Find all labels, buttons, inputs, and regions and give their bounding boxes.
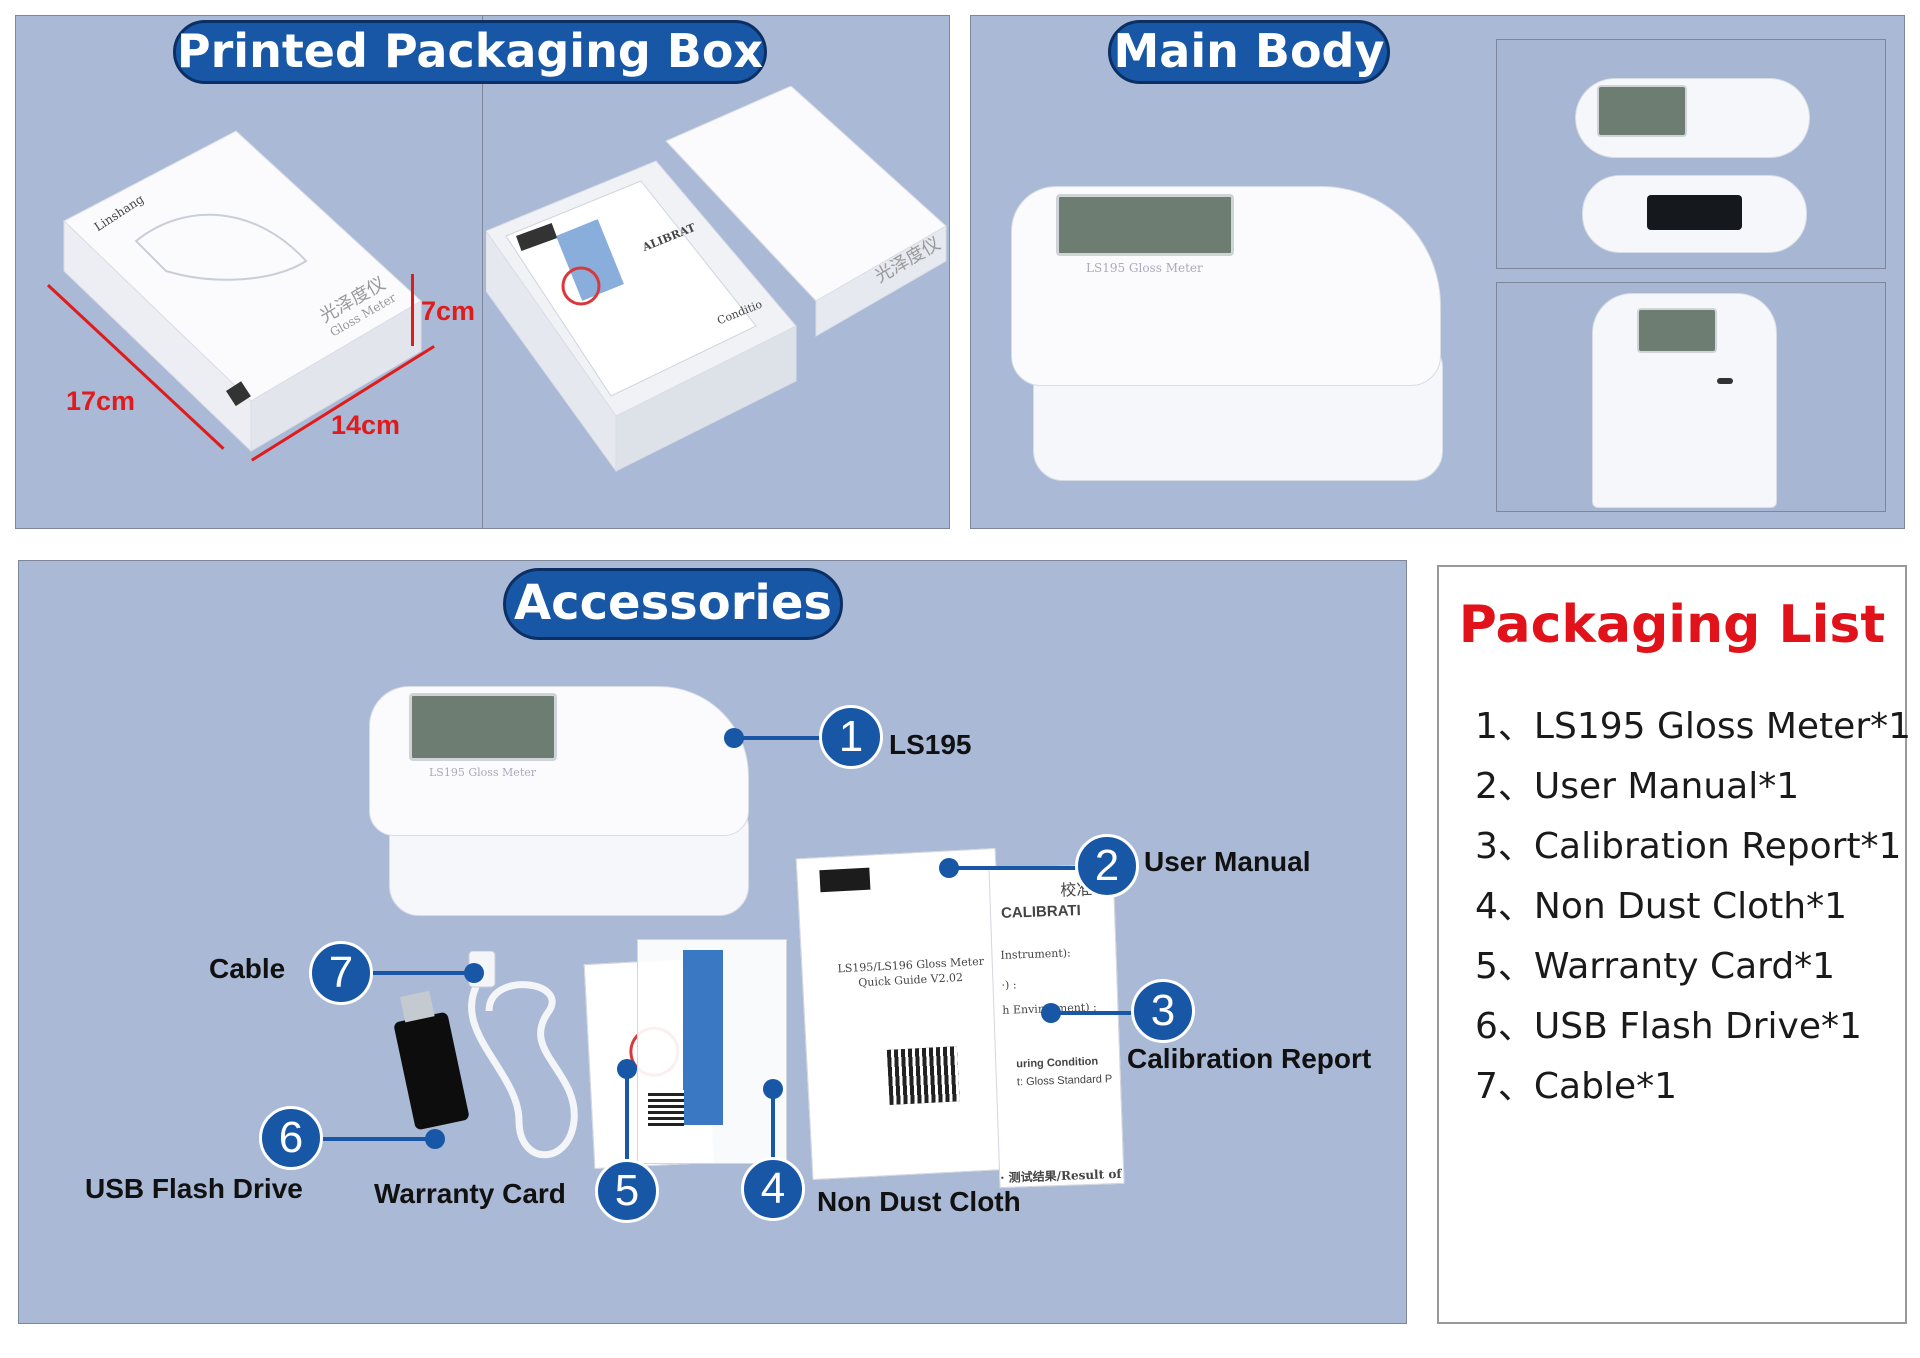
packaging-divider [482,16,483,528]
calibration-report: 校准 CALIBRATI Instrument): ·) : h Environ… [988,863,1125,1189]
list-item: 3、Calibration Report*1 [1475,826,1902,867]
dimension-line-height [411,274,414,346]
callout-dot-6 [425,1129,445,1149]
callout-dot-4 [763,1079,783,1099]
callout-dot-5 [617,1059,637,1079]
open-box-illustration [486,86,947,473]
callout-badge-7: 7 [309,941,373,1005]
main-body-top-view [1496,39,1886,269]
report-line-1: Instrument): [1000,946,1071,962]
list-item: 4、Non Dust Cloth*1 [1475,886,1847,927]
callout-line-2 [944,866,1114,870]
callout-badge-4: 4 [741,1157,805,1221]
packaging-list-panel: Packaging List 1、LS195 Gloss Meter*1 2、U… [1437,565,1911,1324]
closed-box-illustration [63,130,422,453]
callout-line-5 [625,1066,629,1181]
accessories-title: Accessories [503,568,843,640]
main-body-title: Main Body [1108,20,1390,84]
accessories-panel: LS195 Gloss Meter LS195/LS196 Gloss Mete… [18,560,1407,1324]
cloth-qr-code [648,1090,684,1126]
report-footer: · 测试结果/Result of factory [1000,1165,1125,1186]
side-view-port [1717,378,1733,384]
dimension-label-length: 17cm [66,386,136,416]
callout-line-6 [319,1137,441,1141]
manual-logo [819,867,871,893]
callout-badge-5: 5 [595,1159,659,1223]
callout-line-7 [369,971,479,975]
list-item: 1、LS195 Gloss Meter*1 [1475,706,1912,747]
callout-dot-2 [939,858,959,878]
packaging-box-panel: Linshang 光泽度仪 Gloss Meter 17cm 14cm 7cm … [15,15,950,529]
callout-line-1 [729,736,839,740]
packaging-list-items: 1、LS195 Gloss Meter*1 2、User Manual*1 3、… [1475,697,1911,1117]
report-line-4: uring Condition [1016,1055,1099,1071]
accessory-device-screen [409,693,557,761]
callout-label-5: Warranty Card [374,1178,566,1209]
main-body-panel: LS195 Gloss Meter Main Body [970,15,1905,529]
main-device-label: LS195 Gloss Meter [1086,261,1203,275]
callout-dot-7 [464,963,484,983]
list-item: 2、User Manual*1 [1475,766,1800,807]
callout-label-7: Cable [209,953,286,984]
accessory-device-label: LS195 Gloss Meter [429,766,537,779]
main-device-screen [1056,194,1234,256]
callout-label-6: USB Flash Drive [85,1173,303,1204]
cloth-blue-label [683,950,723,1125]
report-line-5: t: Gloss Standard P [1016,1073,1113,1089]
packaging-box-title: Printed Packaging Box [173,20,767,84]
callout-dot-1 [724,728,744,748]
callout-line-3 [1049,1011,1149,1015]
callout-label-3: Calibration Report [1127,1043,1372,1074]
main-body-side-view [1496,282,1886,512]
report-line-2: ·) : [1001,978,1017,992]
callout-label-1: LS195 [889,729,972,760]
usb-cable [468,951,578,1159]
list-item: 5、Warranty Card*1 [1475,946,1836,987]
packaging-list-title: Packaging List [1458,595,1886,655]
callout-badge-2: 2 [1075,834,1139,898]
report-heading: CALIBRATI [1000,902,1082,922]
callout-dot-3 [1041,1003,1061,1023]
list-item: 6、USB Flash Drive*1 [1475,1006,1862,1047]
callout-line-4 [771,1086,775,1181]
callout-badge-1: 1 [819,705,883,769]
dimension-label-width: 14cm [331,410,401,440]
callout-badge-6: 6 [259,1106,323,1170]
top-view-aperture [1647,195,1742,230]
manual-qr-code [886,1046,960,1105]
manual-subtitle: Quick Guide V2.02 [857,970,964,990]
non-dust-cloth [637,939,787,1164]
list-item: 7、Cable*1 [1475,1066,1678,1107]
callout-label-4: Non Dust Cloth [817,1186,1021,1217]
usb-connector [399,990,435,1023]
side-view-screen [1637,308,1717,353]
dimension-label-height: 7cm [421,296,476,326]
callout-label-2: User Manual [1144,846,1311,877]
callout-badge-3: 3 [1131,979,1195,1043]
top-view-screen [1597,85,1687,137]
user-manual: LS195/LS196 Gloss Meter Quick Guide V2.0… [795,847,1013,1181]
